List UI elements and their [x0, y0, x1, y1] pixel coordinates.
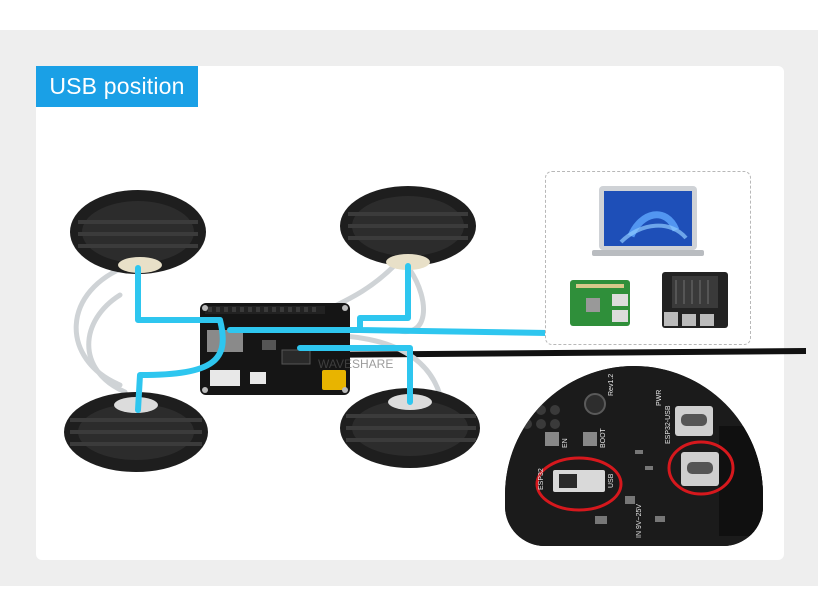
- label-usb: USB: [608, 473, 615, 488]
- label-revision: Rev1.2: [608, 374, 615, 396]
- laptop-icon: [592, 186, 704, 256]
- wheel-icon: [70, 190, 206, 274]
- host-devices-illustration: [570, 186, 728, 328]
- label-en: EN: [562, 438, 569, 448]
- label-pwr: PWR: [656, 390, 663, 406]
- black-cable: [300, 348, 806, 358]
- label-esp32: ESP32: [538, 468, 545, 490]
- label-voltage: IN 9V~25V: [636, 504, 643, 538]
- label-boot: BOOT: [600, 427, 607, 448]
- switch-highlight-circle: [535, 456, 623, 512]
- section-title: USB position: [36, 66, 198, 107]
- wheel-icon: [340, 388, 480, 468]
- wheel-icon: [340, 186, 476, 270]
- usb-cable-highlight: [135, 263, 551, 413]
- port-highlight-circle: [667, 440, 735, 496]
- jetson-board-icon: [662, 272, 728, 328]
- host-devices-panel: [545, 171, 751, 345]
- board-watermark: WAVESHARE: [318, 357, 393, 371]
- label-esp32-usb: ESP32-USB: [665, 405, 672, 444]
- wheel-icon: [64, 392, 208, 472]
- raspberry-pi-icon: [570, 280, 630, 326]
- driver-board: [200, 303, 350, 395]
